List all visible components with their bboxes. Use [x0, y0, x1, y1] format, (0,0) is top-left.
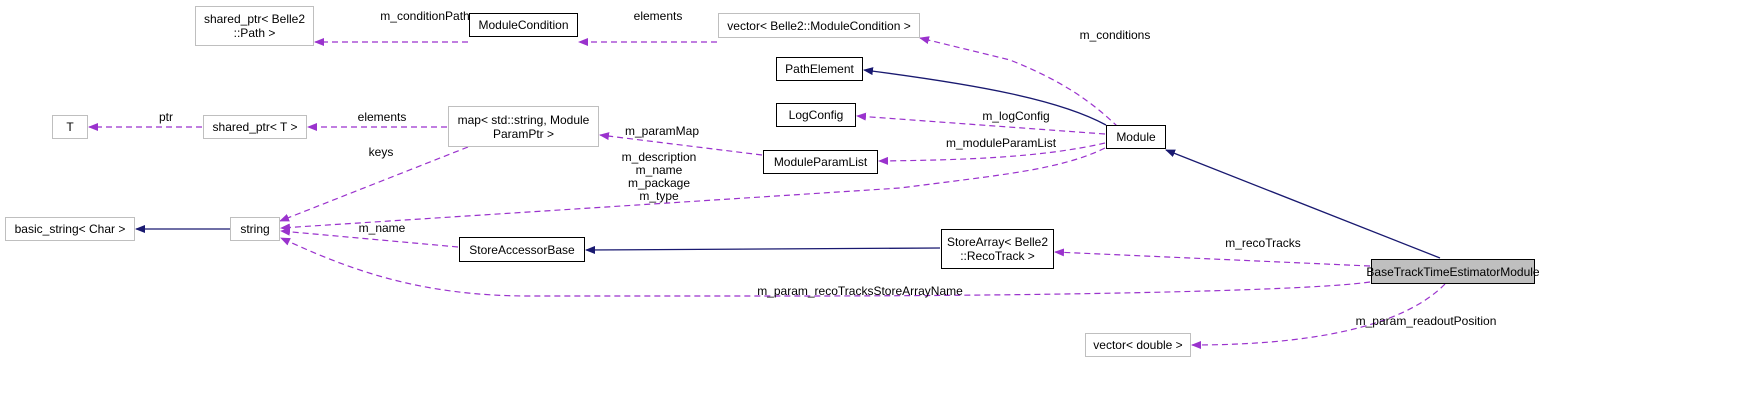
label-m-recotracks: m_recoTracks — [1225, 236, 1301, 250]
node-store-accessor-base[interactable]: StoreAccessorBase — [459, 237, 585, 262]
label-m-conditionpath: m_conditionPath — [380, 9, 470, 23]
label-m-logconfig: m_logConfig — [982, 109, 1050, 123]
label-module-strings: m_description m_name m_package m_type — [621, 150, 697, 203]
label-elements-map: elements — [357, 110, 407, 124]
edge-m-param-readoutposition — [1191, 283, 1446, 349]
edge-m-logconfig — [856, 112, 1106, 135]
edge-m-parammap — [599, 132, 763, 156]
label-m-conditions: m_conditions — [1079, 28, 1151, 42]
edge-module-strings — [280, 147, 1106, 232]
label-m-name: m_name — [358, 221, 406, 235]
label-m-param-recotracksstorearrayname: m_param_recoTracksStoreArrayName — [757, 284, 963, 298]
edge-inherit-pathelement — [863, 67, 1107, 126]
edge-m-moduleparamlist — [878, 142, 1106, 165]
label-m-moduleparamlist: m_moduleParamList — [945, 136, 1057, 150]
node-shared-ptr-path[interactable]: shared_ptr< Belle2 ::Path > — [195, 6, 314, 46]
label-elements-condition: elements — [633, 9, 683, 23]
edge-m-recotracks — [1054, 248, 1371, 267]
node-vector-double[interactable]: vector< double > — [1085, 333, 1191, 357]
edge-inherit-module — [1165, 149, 1441, 259]
edge-m-conditions — [919, 36, 1119, 128]
node-string[interactable]: string — [230, 217, 280, 241]
node-vector-module-condition[interactable]: vector< Belle2::ModuleCondition > — [718, 13, 920, 38]
edge-keys — [279, 146, 469, 222]
node-module-param-list[interactable]: ModuleParamList — [763, 150, 878, 174]
node-log-config[interactable]: LogConfig — [776, 103, 856, 127]
label-keys: keys — [368, 145, 394, 159]
label-m-param-readoutposition: m_param_readoutPosition — [1355, 314, 1497, 328]
node-module-condition[interactable]: ModuleCondition — [469, 13, 578, 37]
edge-inherit-storeaccessorbase — [585, 245, 941, 254]
node-map-param[interactable]: map< std::string, Module ParamPtr > — [448, 106, 599, 147]
node-basic-string[interactable]: basic_string< Char > — [5, 217, 135, 241]
node-shared-ptr-t[interactable]: shared_ptr< T > — [203, 115, 307, 139]
node-t[interactable]: T — [52, 115, 88, 139]
node-path-element[interactable]: PathElement — [776, 57, 863, 81]
node-base-track-time-estimator-module[interactable]: BaseTrackTimeEstimatorModule — [1366, 259, 1540, 284]
edge-m-param-recotracksstorearrayname — [280, 237, 1371, 297]
node-store-array[interactable]: StoreArray< Belle2 ::RecoTrack > — [941, 229, 1054, 269]
label-m-parammap: m_paramMap — [624, 124, 700, 138]
node-module[interactable]: Module — [1106, 125, 1166, 149]
label-ptr: ptr — [158, 110, 174, 124]
